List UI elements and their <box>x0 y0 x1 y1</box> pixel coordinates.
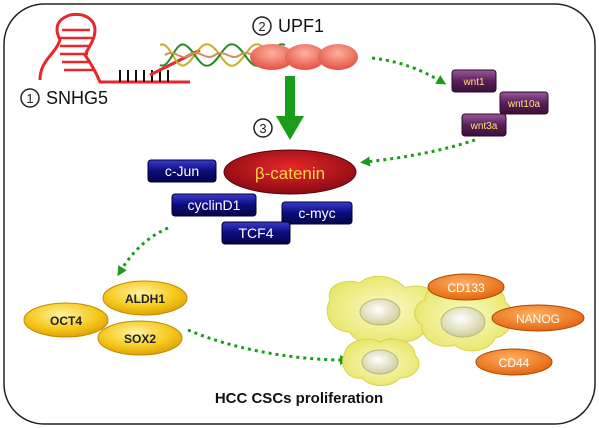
upf1-label: UPF1 <box>278 16 324 36</box>
target-label-tcf4: TCF4 <box>239 225 274 241</box>
step-three-marker: 3 <box>253 118 273 138</box>
target-label-c-myc: c-myc <box>298 205 335 221</box>
wnt-box-1 <box>451 69 497 93</box>
step-one-marker: 1 <box>20 88 40 108</box>
step-two-number: 2 <box>258 19 265 34</box>
marker-nanog <box>491 304 585 332</box>
snhg5-rna <box>38 12 201 84</box>
beta-catenin-label: β-catenin <box>255 164 325 183</box>
arrow-wnt-to-beta-catenin <box>360 138 476 167</box>
arrow-stemness-to-cells <box>187 328 350 365</box>
cell-cluster <box>326 275 514 386</box>
cell-1-nucleus <box>359 298 401 326</box>
label-sox2: SOX2 <box>124 332 156 346</box>
upf1-protein <box>250 44 358 70</box>
step-one-number: 1 <box>26 91 33 106</box>
marker-cd133 <box>427 273 505 301</box>
target-label-cyclind1: cyclinD1 <box>188 197 241 213</box>
target-box-c-jun <box>147 159 217 183</box>
caption: HCC CSCs proliferation <box>215 390 383 407</box>
target-box-tcf4 <box>221 221 291 245</box>
step-two-marker: 2 <box>252 16 272 36</box>
label-aldh1: ALDH1 <box>125 292 165 306</box>
wnt-group: wnt1 wnt10a wnt3a <box>451 69 549 137</box>
marker-oct4 <box>23 302 109 338</box>
label-cd44: CD44 <box>499 356 530 370</box>
target-genes: c-Jun cyclinD1 c-myc TCF4 <box>147 159 353 245</box>
cell-2-nucleus <box>440 306 486 338</box>
label-oct4: OCT4 <box>50 314 82 328</box>
marker-sox2 <box>97 320 183 356</box>
step-three-number: 3 <box>259 121 266 136</box>
label-nanog: NANOG <box>516 312 560 326</box>
wnt-label-1: wnt1 <box>462 77 485 88</box>
wnt-label-3: wnt3a <box>470 121 498 132</box>
target-label-c-jun: c-Jun <box>165 163 199 179</box>
wnt-box-3 <box>461 113 507 137</box>
snhg5-label: SNHG5 <box>46 88 108 108</box>
surface-markers: CD133 NANOG CD44 <box>427 273 585 376</box>
wnt-box-2 <box>499 91 549 115</box>
label-cd133: CD133 <box>447 281 485 295</box>
marker-cd44 <box>475 348 553 376</box>
arrow-upf1-to-beta-catenin <box>276 76 304 140</box>
arrow-upf1-to-wnt <box>371 56 447 85</box>
cell-3-nucleus <box>361 349 399 375</box>
wnt-label-2: wnt10a <box>507 99 541 110</box>
stemness-markers: OCT4 ALDH1 SOX2 <box>23 280 188 356</box>
marker-aldh1 <box>102 280 188 316</box>
target-box-c-myc <box>281 201 353 225</box>
beta-catenin-node <box>223 149 357 195</box>
target-box-cyclind1 <box>171 193 257 217</box>
